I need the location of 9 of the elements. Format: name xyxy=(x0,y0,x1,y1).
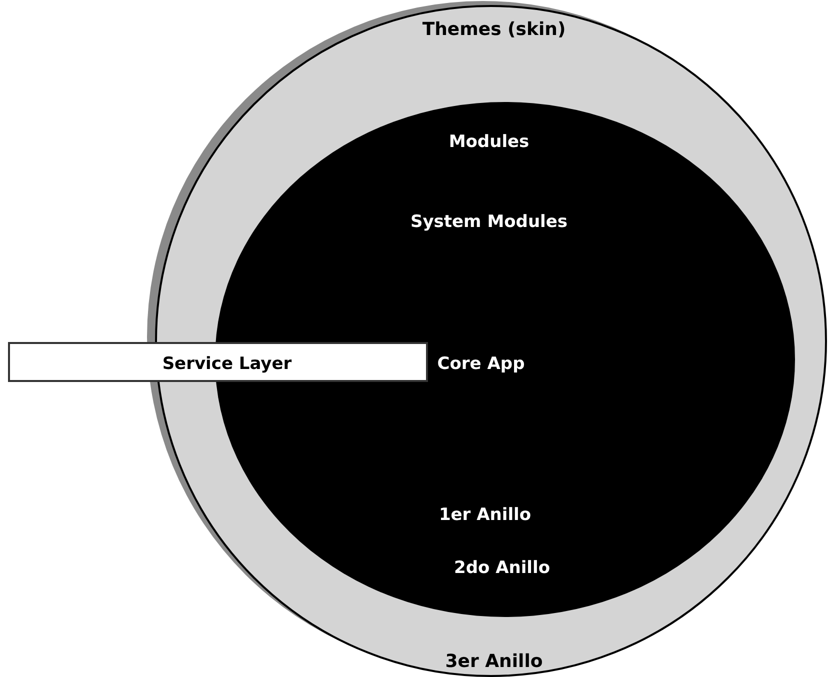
layer-label: Themes (skin) xyxy=(422,20,566,40)
layer-label: 1er Anillo xyxy=(438,505,532,525)
layer-label: Service Layer xyxy=(162,354,292,374)
layer-label: Modules xyxy=(448,132,530,152)
layer-label: Core App xyxy=(437,354,525,374)
layer-label: System Modules xyxy=(410,212,568,232)
layer-label: 3er Anillo xyxy=(445,652,543,672)
layer-bar xyxy=(8,342,428,382)
layer-label: 2do Anillo xyxy=(454,558,550,578)
